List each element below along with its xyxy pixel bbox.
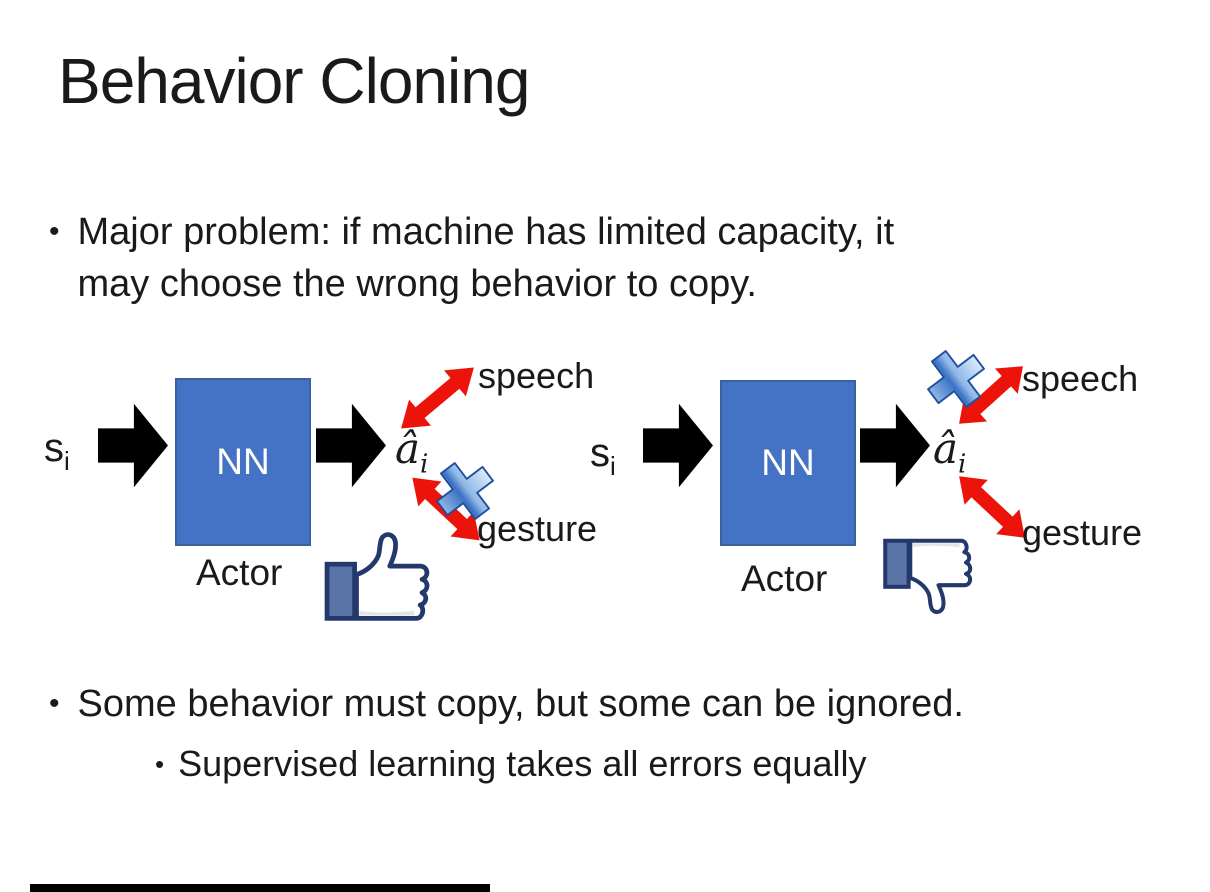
right-output-label: âi	[933, 428, 966, 485]
output-symbol: â	[395, 424, 421, 473]
output-symbol: â	[933, 424, 959, 473]
left-gesture-label: gesture	[477, 508, 598, 549]
left-speech-arrow	[390, 354, 486, 443]
nn-box-label: NN	[216, 441, 270, 482]
bullet-line-1: Major problem: if machine has limited ca…	[77, 211, 895, 253]
left-nn-box: NN	[175, 378, 311, 546]
bullet-major-problem-text: Major problem: if machine has limited ca…	[78, 206, 895, 310]
flow-arrow-icon	[98, 403, 168, 488]
input-subscript: i	[610, 451, 616, 481]
right-input-label: si	[590, 433, 616, 486]
input-symbol: s	[590, 431, 610, 475]
input-subscript: i	[64, 446, 70, 476]
output-subscript: i	[420, 449, 429, 480]
bullet-marker: •	[49, 687, 60, 720]
left-actor-label: Actor	[196, 552, 283, 593]
bullet-major-problem: • Major problem: if machine has limited …	[49, 206, 894, 310]
left-output-label: âi	[395, 428, 428, 485]
right-actor-label: Actor	[741, 558, 828, 599]
blue-cross-icon	[920, 343, 992, 415]
output-subscript: i	[958, 449, 967, 480]
flow-arrow-icon	[316, 403, 386, 488]
page-title: Behavior Cloning	[58, 45, 530, 117]
left-input-label: si	[44, 428, 70, 481]
cropped-bottom-bar	[30, 884, 490, 892]
input-symbol: s	[44, 426, 64, 470]
bullet-some-behavior-text: Some behavior must copy, but some can be…	[77, 683, 964, 725]
left-speech-label: speech	[478, 355, 595, 396]
bullet-line-2: may choose the wrong behavior to copy.	[77, 263, 757, 305]
thumbs-down-icon	[882, 535, 987, 616]
flow-arrow-icon	[643, 403, 713, 488]
double-arrow-icon	[390, 354, 485, 442]
flow-arrow-icon	[860, 403, 930, 488]
right-nn-box: NN	[720, 380, 856, 546]
right-speech-label: speech	[1022, 358, 1139, 399]
sub-bullet-supervised: • Supervised learning takes all errors e…	[155, 740, 866, 788]
nn-box-label: NN	[761, 442, 815, 483]
sub-bullet-supervised-text: Supervised learning takes all errors equ…	[178, 743, 867, 784]
bullet-marker: •	[49, 215, 60, 248]
right-gesture-label: gesture	[1022, 512, 1143, 553]
thumbs-up-icon	[323, 530, 447, 625]
bullet-marker: •	[155, 749, 165, 779]
bullet-some-behavior: • Some behavior must copy, but some can …	[49, 678, 964, 730]
